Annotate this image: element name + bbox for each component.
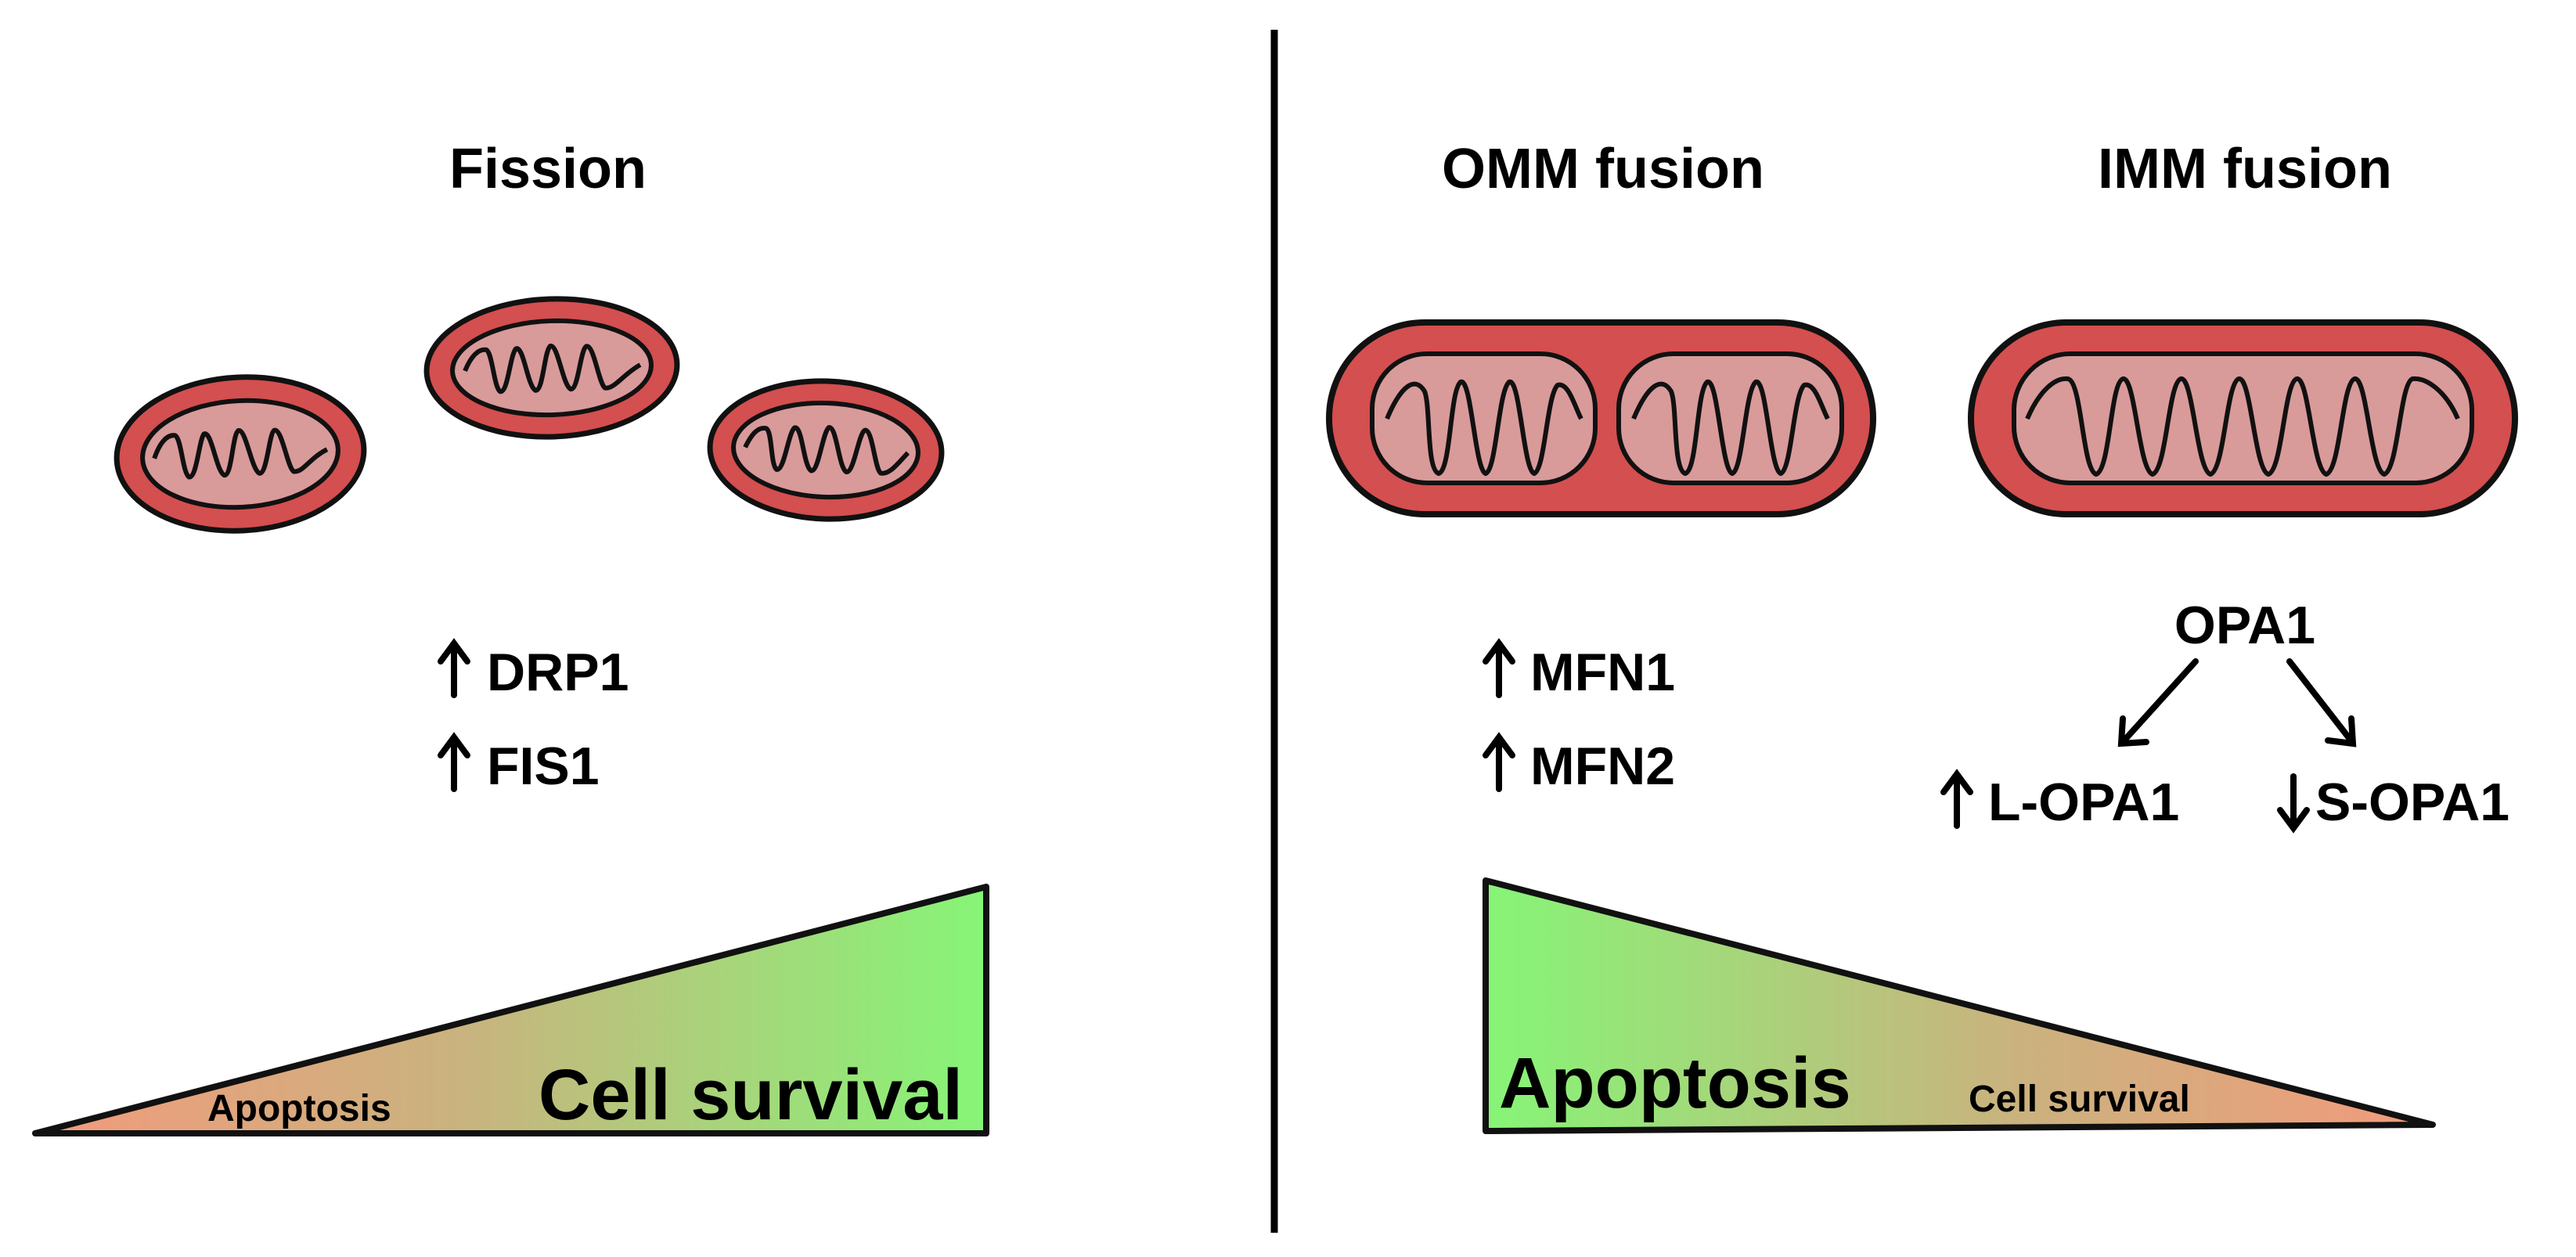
up-arrow-icon — [1940, 769, 1973, 829]
down-arrow-icon — [2277, 773, 2310, 834]
imm-fusion-title: IMM fusion — [2098, 138, 2392, 200]
mfn1-label: MFN1 — [1530, 643, 1675, 702]
fis1-label: FIS1 — [487, 737, 600, 796]
wedge-right-large-label: Apoptosis — [1499, 1043, 1851, 1123]
apoptosis-wedge-decreasing — [1483, 877, 2436, 1134]
up-arrow-icon — [1483, 638, 1515, 698]
mitochondrion-small-right — [707, 378, 945, 522]
survival-wedge-increasing — [32, 884, 989, 1136]
wedge-right-small-label: Cell survival — [1969, 1079, 2190, 1120]
mitochondrion-omm-fused — [1326, 319, 1876, 517]
omm-fusion-title: OMM fusion — [1442, 138, 1764, 200]
s-opa1-marker: S-OPA1 — [2277, 773, 2509, 834]
mfn2-label: MFN2 — [1530, 737, 1675, 796]
fis1-marker: FIS1 — [438, 732, 600, 796]
opa1-label: OPA1 — [2174, 596, 2315, 655]
up-arrow-icon — [438, 638, 470, 698]
fission-title: Fission — [449, 138, 647, 200]
l-opa1-label: L-OPA1 — [1988, 773, 2179, 832]
mitochondrion-small-left — [113, 374, 367, 534]
l-opa1-marker: L-OPA1 — [1940, 769, 2179, 832]
mfn2-marker: MFN2 — [1483, 732, 1675, 796]
drp1-marker: DRP1 — [438, 638, 629, 702]
mitochondrion-imm-fused — [1968, 319, 2518, 517]
wedge-left-large-label: Cell survival — [539, 1055, 963, 1135]
mitochondrion-small-middle — [423, 296, 680, 440]
s-opa1-label: S-OPA1 — [2315, 773, 2509, 832]
up-arrow-icon — [438, 732, 470, 792]
wedge-left-small-label: Apoptosis — [207, 1088, 391, 1129]
branch-arrow-left-icon — [2117, 658, 2199, 747]
branch-arrow-right-icon — [2286, 658, 2357, 747]
drp1-label: DRP1 — [487, 643, 629, 702]
up-arrow-icon — [1483, 732, 1515, 792]
mfn1-marker: MFN1 — [1483, 638, 1675, 702]
